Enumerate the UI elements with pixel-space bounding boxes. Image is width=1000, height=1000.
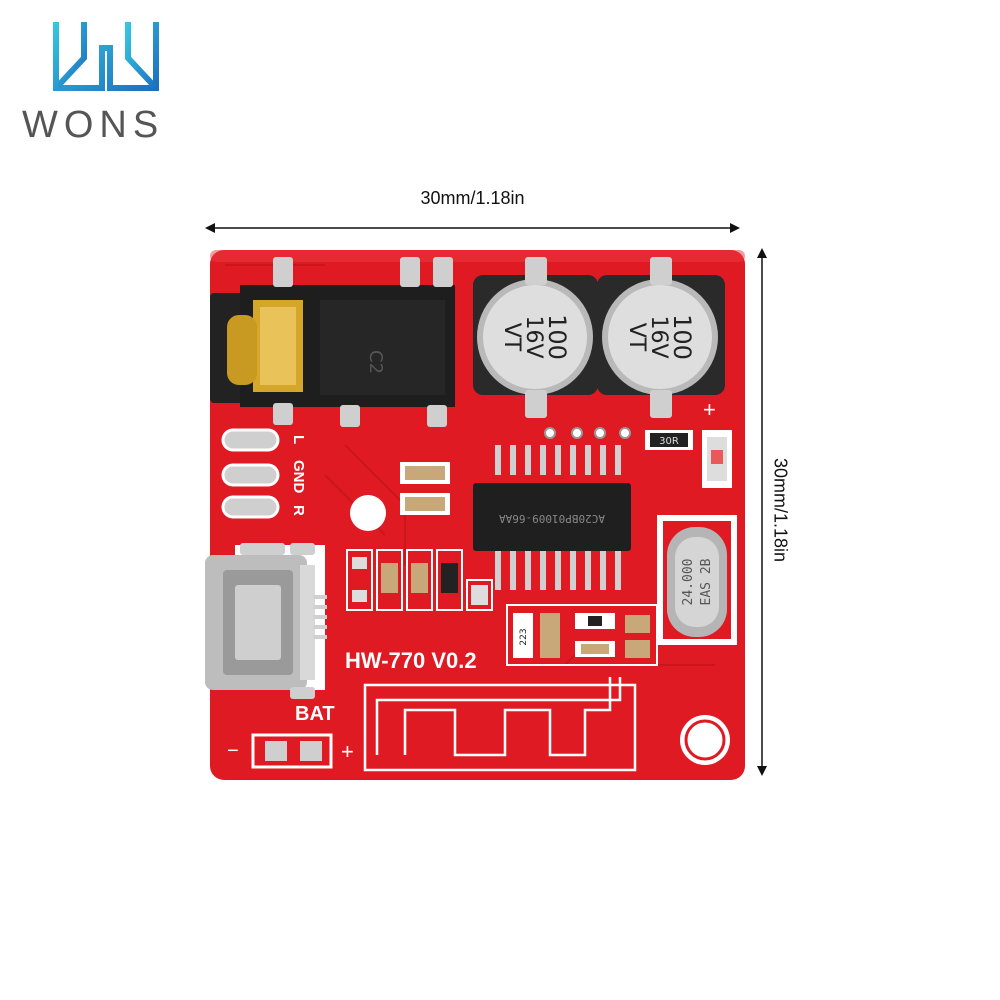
svg-text:+: + — [341, 739, 354, 764]
micro-usb-port — [205, 543, 327, 699]
capacitor-left-voltage: 16V — [521, 315, 546, 358]
capacitor-right-value: 100 — [668, 314, 696, 360]
capacitor-left-series: VT — [499, 323, 524, 352]
width-dimension-label: 30mm/1.18in — [420, 188, 525, 208]
battery-label: BAT — [295, 703, 335, 725]
pad-label-gnd: GND — [290, 460, 307, 494]
brand-logo — [53, 22, 159, 91]
test-points — [544, 427, 631, 439]
audio-jack: C2 — [210, 285, 455, 407]
pad-label-l: L — [290, 435, 307, 444]
capacitor-left: 100 16V VT — [473, 257, 598, 418]
height-arrow-icon — [757, 248, 767, 776]
height-dimension — [752, 248, 802, 776]
capacitor-right: 100 16V VT — [597, 257, 725, 418]
battery-pads: − + — [227, 733, 354, 769]
audio-chip: AC20BP01009-66AA — [473, 445, 631, 590]
crystal-code: EAS 2B — [699, 558, 714, 605]
jack-pins — [273, 257, 453, 427]
svg-text:223: 223 — [519, 628, 529, 645]
capacitor-left-value: 100 — [543, 314, 571, 360]
board-model-label: HW-770 V0.2 — [345, 648, 477, 673]
capacitor-right-voltage: 16V — [646, 315, 671, 358]
bluetooth-antenna — [363, 677, 637, 772]
smd-caps-left — [400, 462, 450, 515]
height-dimension-label: 30mm/1.18in — [770, 457, 791, 563]
svg-text:30R: 30R — [659, 436, 679, 447]
svg-text:C2: C2 — [365, 350, 386, 374]
brand-logo-text: WONS — [22, 104, 165, 146]
smd-cluster-bottom: 223 — [506, 604, 658, 666]
pcb-board: C2 100 16V VT 100 16V VT + — [205, 250, 745, 780]
smd-cluster-middle — [346, 549, 493, 611]
output-pads — [221, 428, 280, 519]
pad-label-r: R — [290, 505, 307, 516]
width-arrow-icon — [205, 223, 740, 233]
resistor-30r: 30R — [645, 430, 693, 450]
chip-marking: AC20BP01009-66AA — [499, 512, 605, 525]
plus-mark: + — [703, 397, 716, 422]
crystal-oscillator: 24.000 EAS 2B — [657, 515, 737, 645]
svg-text:−: − — [227, 740, 239, 762]
capacitor-right-series: VT — [624, 323, 649, 352]
mounting-hole-left — [350, 495, 386, 531]
led — [702, 430, 732, 488]
crystal-freq: 24.000 — [681, 559, 696, 606]
width-dimension: 30mm/1.18in — [205, 188, 740, 238]
